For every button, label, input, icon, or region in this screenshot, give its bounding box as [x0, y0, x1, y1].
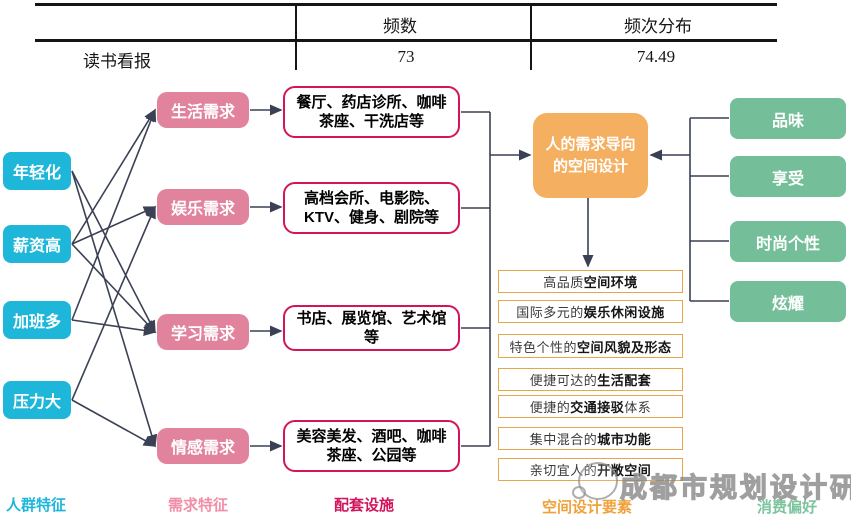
edge-young-learning — [71, 170, 156, 334]
node-need-emotion: 情感需求 — [157, 428, 249, 464]
edge-young-emotion — [71, 170, 158, 448]
element-text-pre: 便捷可达的 — [529, 373, 598, 388]
element-text-post: 体系 — [624, 400, 652, 415]
node-preference-taste: 品味 — [730, 98, 846, 139]
element-life-amenities: 便捷可达的生活配套 — [498, 368, 683, 391]
table-top-rule — [35, 3, 777, 6]
element-text-pre: 国际多元的 — [516, 305, 584, 320]
category-label-space-elements: 空间设计要素 — [542, 499, 633, 516]
element-leisure-facilities: 国际多元的娱乐休闲设施 — [498, 300, 683, 323]
node-characteristic-pressure: 压力大 — [3, 381, 71, 419]
node-preference-fashion: 时尚个性 — [730, 221, 846, 262]
node-design-core: 人的需求导向的空间设计 — [533, 113, 648, 198]
table-row-label: 读书看报 — [83, 52, 151, 71]
table-vline-1 — [295, 3, 297, 70]
element-transit-system: 便捷的交通接驳体系 — [498, 395, 683, 418]
element-text-bold: 城市功能 — [597, 432, 652, 447]
table-header-frequency: 频数 — [383, 17, 417, 36]
element-quality-environment: 高品质空间环境 — [498, 270, 683, 293]
node-need-entertainment: 娱乐需求 — [157, 189, 249, 225]
table-row-distribution: 74.49 — [636, 47, 676, 66]
node-facility-life: 餐厅、药店诊所、咖啡茶座、干洗店等 — [283, 86, 460, 138]
node-facility-learning: 书店、展览馆、艺术馆等 — [283, 305, 460, 351]
node-facility-emotion: 美容美发、酒吧、咖啡茶座、公园等 — [283, 420, 460, 472]
element-text-bold: 空间风貌及形态 — [577, 339, 672, 355]
element-text-bold: 生活配套 — [597, 373, 652, 388]
edge-overtime-life — [71, 108, 157, 321]
element-text-pre: 集中混合的 — [529, 432, 598, 447]
node-characteristic-overtime: 加班多 — [3, 301, 71, 339]
edge-pressure-entertainment — [71, 205, 156, 401]
category-label-facilities: 配套设施 — [334, 497, 395, 514]
element-text-pre: 亲切宜人的 — [529, 463, 598, 478]
element-text-pre: 高品质 — [543, 275, 584, 290]
element-text-pre: 特色个性的 — [509, 339, 577, 355]
element-open-space: 亲切宜人的开敞空间 — [498, 458, 683, 481]
element-text-bold: 娱乐休闲设施 — [583, 305, 665, 320]
node-characteristic-salary: 薪资高 — [3, 225, 71, 263]
edge-salary-life — [71, 108, 156, 245]
element-text-bold: 交通接驳 — [570, 400, 625, 415]
category-label-needs: 需求特征 — [168, 497, 229, 514]
edge-pressure-emotion — [71, 399, 157, 447]
element-text-pre: 便捷的 — [529, 400, 571, 415]
element-text-bold: 开敞空间 — [597, 463, 652, 478]
edge-salary-learning — [71, 243, 157, 334]
table-vline-2 — [530, 3, 532, 70]
node-characteristic-young: 年轻化 — [3, 152, 71, 190]
node-preference-showoff: 炫耀 — [730, 281, 846, 322]
node-need-life: 生活需求 — [157, 92, 249, 128]
edge-overtime-learning — [71, 319, 157, 336]
table-header-distribution: 频次分布 — [624, 17, 692, 36]
node-preference-enjoy: 享受 — [730, 156, 846, 197]
element-urban-functions: 集中混合的城市功能 — [498, 427, 683, 450]
edge-salary-entertainment — [71, 206, 157, 245]
element-text-bold: 空间环境 — [583, 275, 638, 290]
node-need-learning: 学习需求 — [157, 314, 249, 350]
table-row-frequency: 73 — [397, 47, 415, 66]
category-label-characteristics: 人群特征 — [6, 497, 67, 514]
element-space-character: 特色个性的空间风貌及形态 — [498, 334, 683, 358]
node-facility-entertainment: 高档会所、电影院、KTV、健身、剧院等 — [283, 182, 460, 234]
category-label-preferences: 消费偏好 — [757, 499, 818, 516]
table-header-rule — [35, 39, 777, 42]
